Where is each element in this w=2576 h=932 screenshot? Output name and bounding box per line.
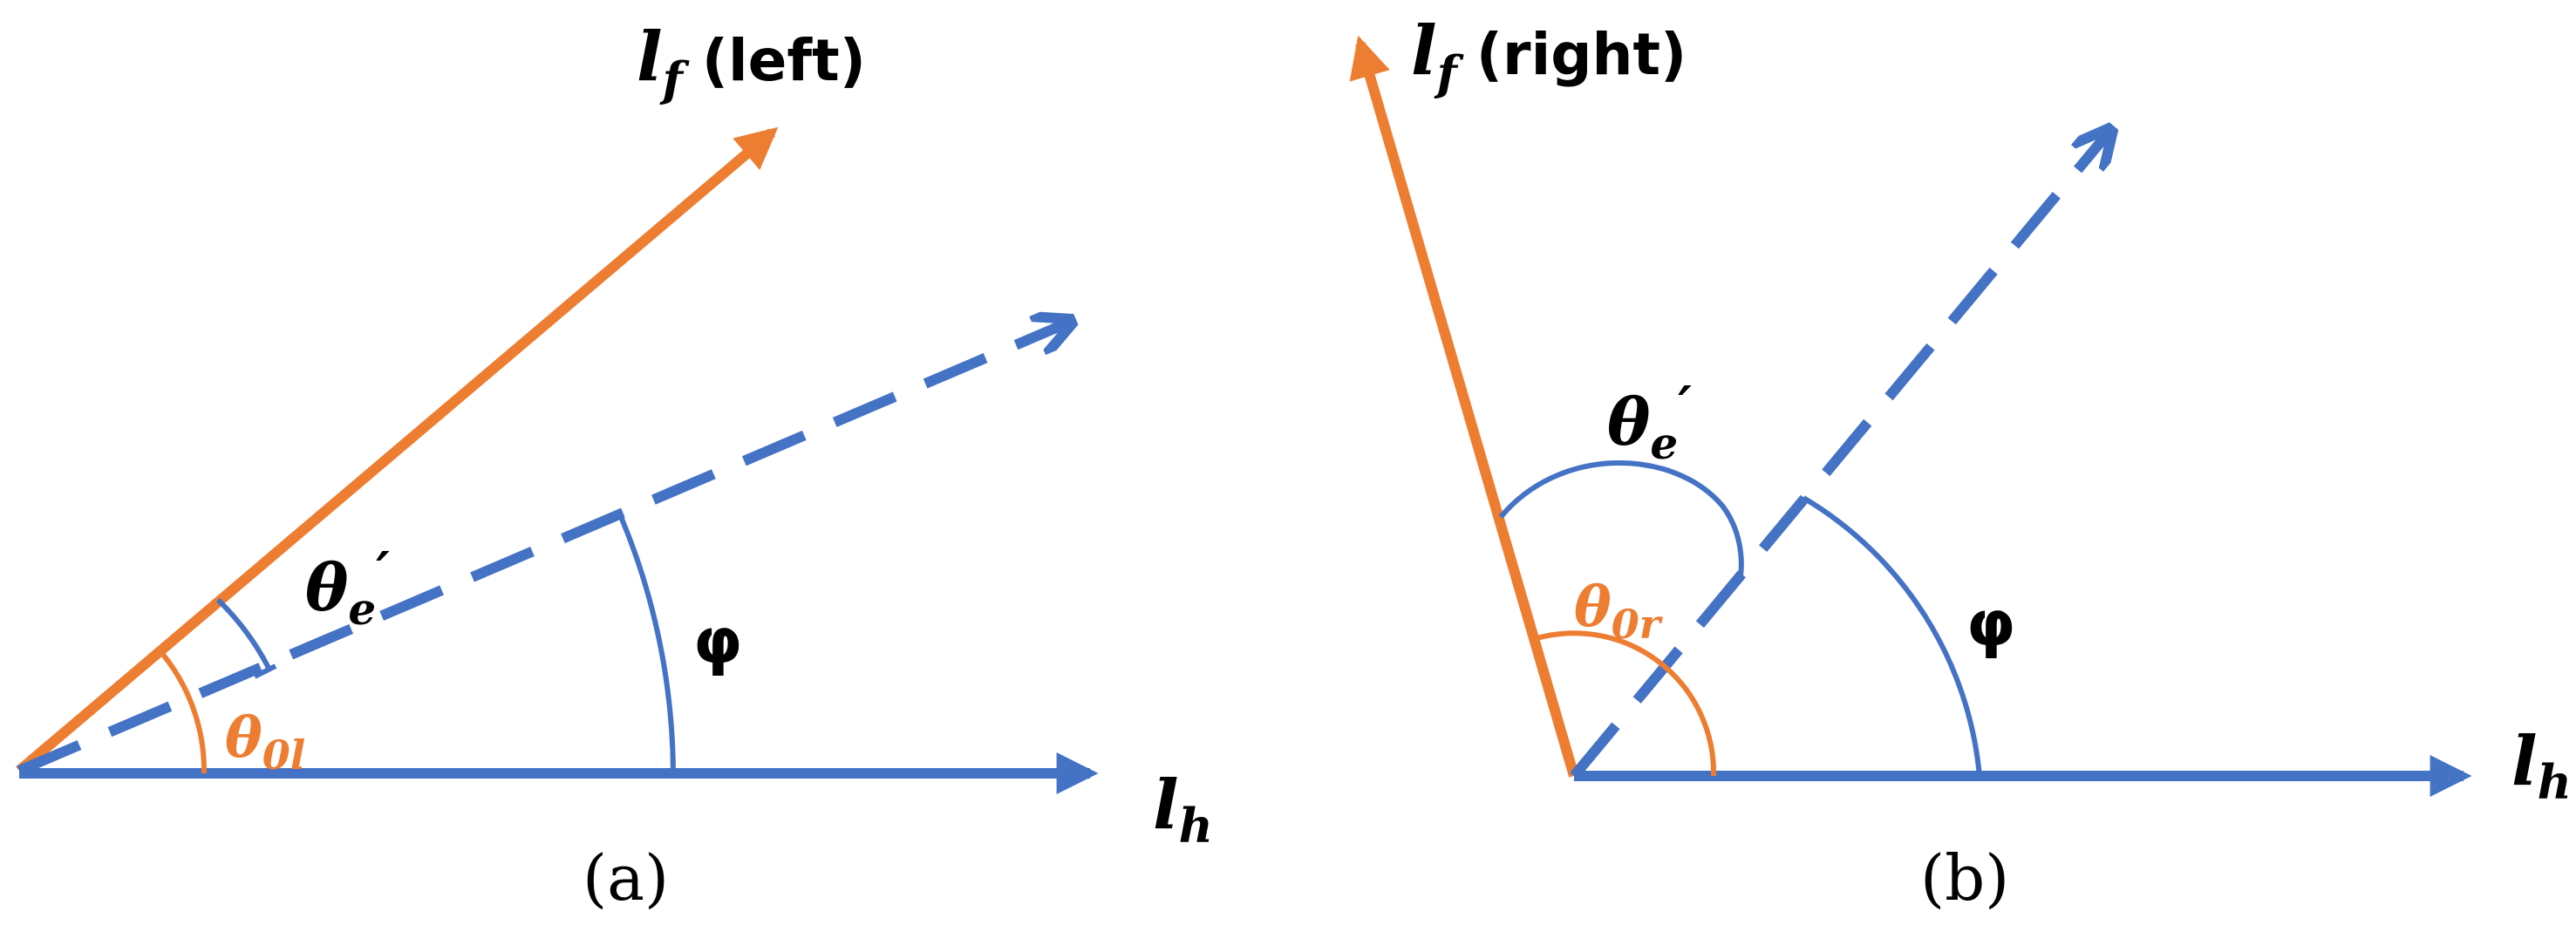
- theta-0r-label: θ0r: [1574, 575, 1664, 648]
- phi-label-b: φ: [1966, 587, 2015, 660]
- lf-right-label: lf(right): [1411, 11, 1687, 101]
- lh-label-a: lh: [1153, 765, 1213, 854]
- theta-e-label-a: θe′: [305, 541, 390, 635]
- theta-e-label-b: θe′: [1607, 376, 1692, 469]
- lf-left-label: lf(left): [637, 17, 866, 107]
- lf-left-vector: [16, 126, 779, 775]
- phi-label-a: φ: [693, 604, 742, 677]
- phi-arc-b: [1802, 495, 1982, 777]
- panel-b: lf(right) lh θe′ θ0r φ (b): [1349, 11, 2572, 915]
- phi-arc-a: [619, 517, 676, 774]
- caption-a: (a): [583, 841, 669, 915]
- theta-0l-arc: [157, 649, 208, 774]
- theta-0r-arc: [1533, 630, 1717, 777]
- caption-b: (b): [1920, 841, 2009, 915]
- theta-e-arc-a: [215, 597, 272, 671]
- theta-e-arc-tick-a: [253, 663, 277, 679]
- lf-right-vector: [1349, 35, 1579, 778]
- lh-label-b: lh: [2511, 722, 2572, 810]
- panel-a: lf(left) lh θe′ θ0l φ (a): [16, 17, 1213, 915]
- dashed-direction-b: [1570, 133, 2109, 779]
- theta-e-arc-b: [1498, 460, 1744, 582]
- theta-0l-label: θ0l: [225, 705, 305, 779]
- dashed-direction-a: [17, 323, 1068, 776]
